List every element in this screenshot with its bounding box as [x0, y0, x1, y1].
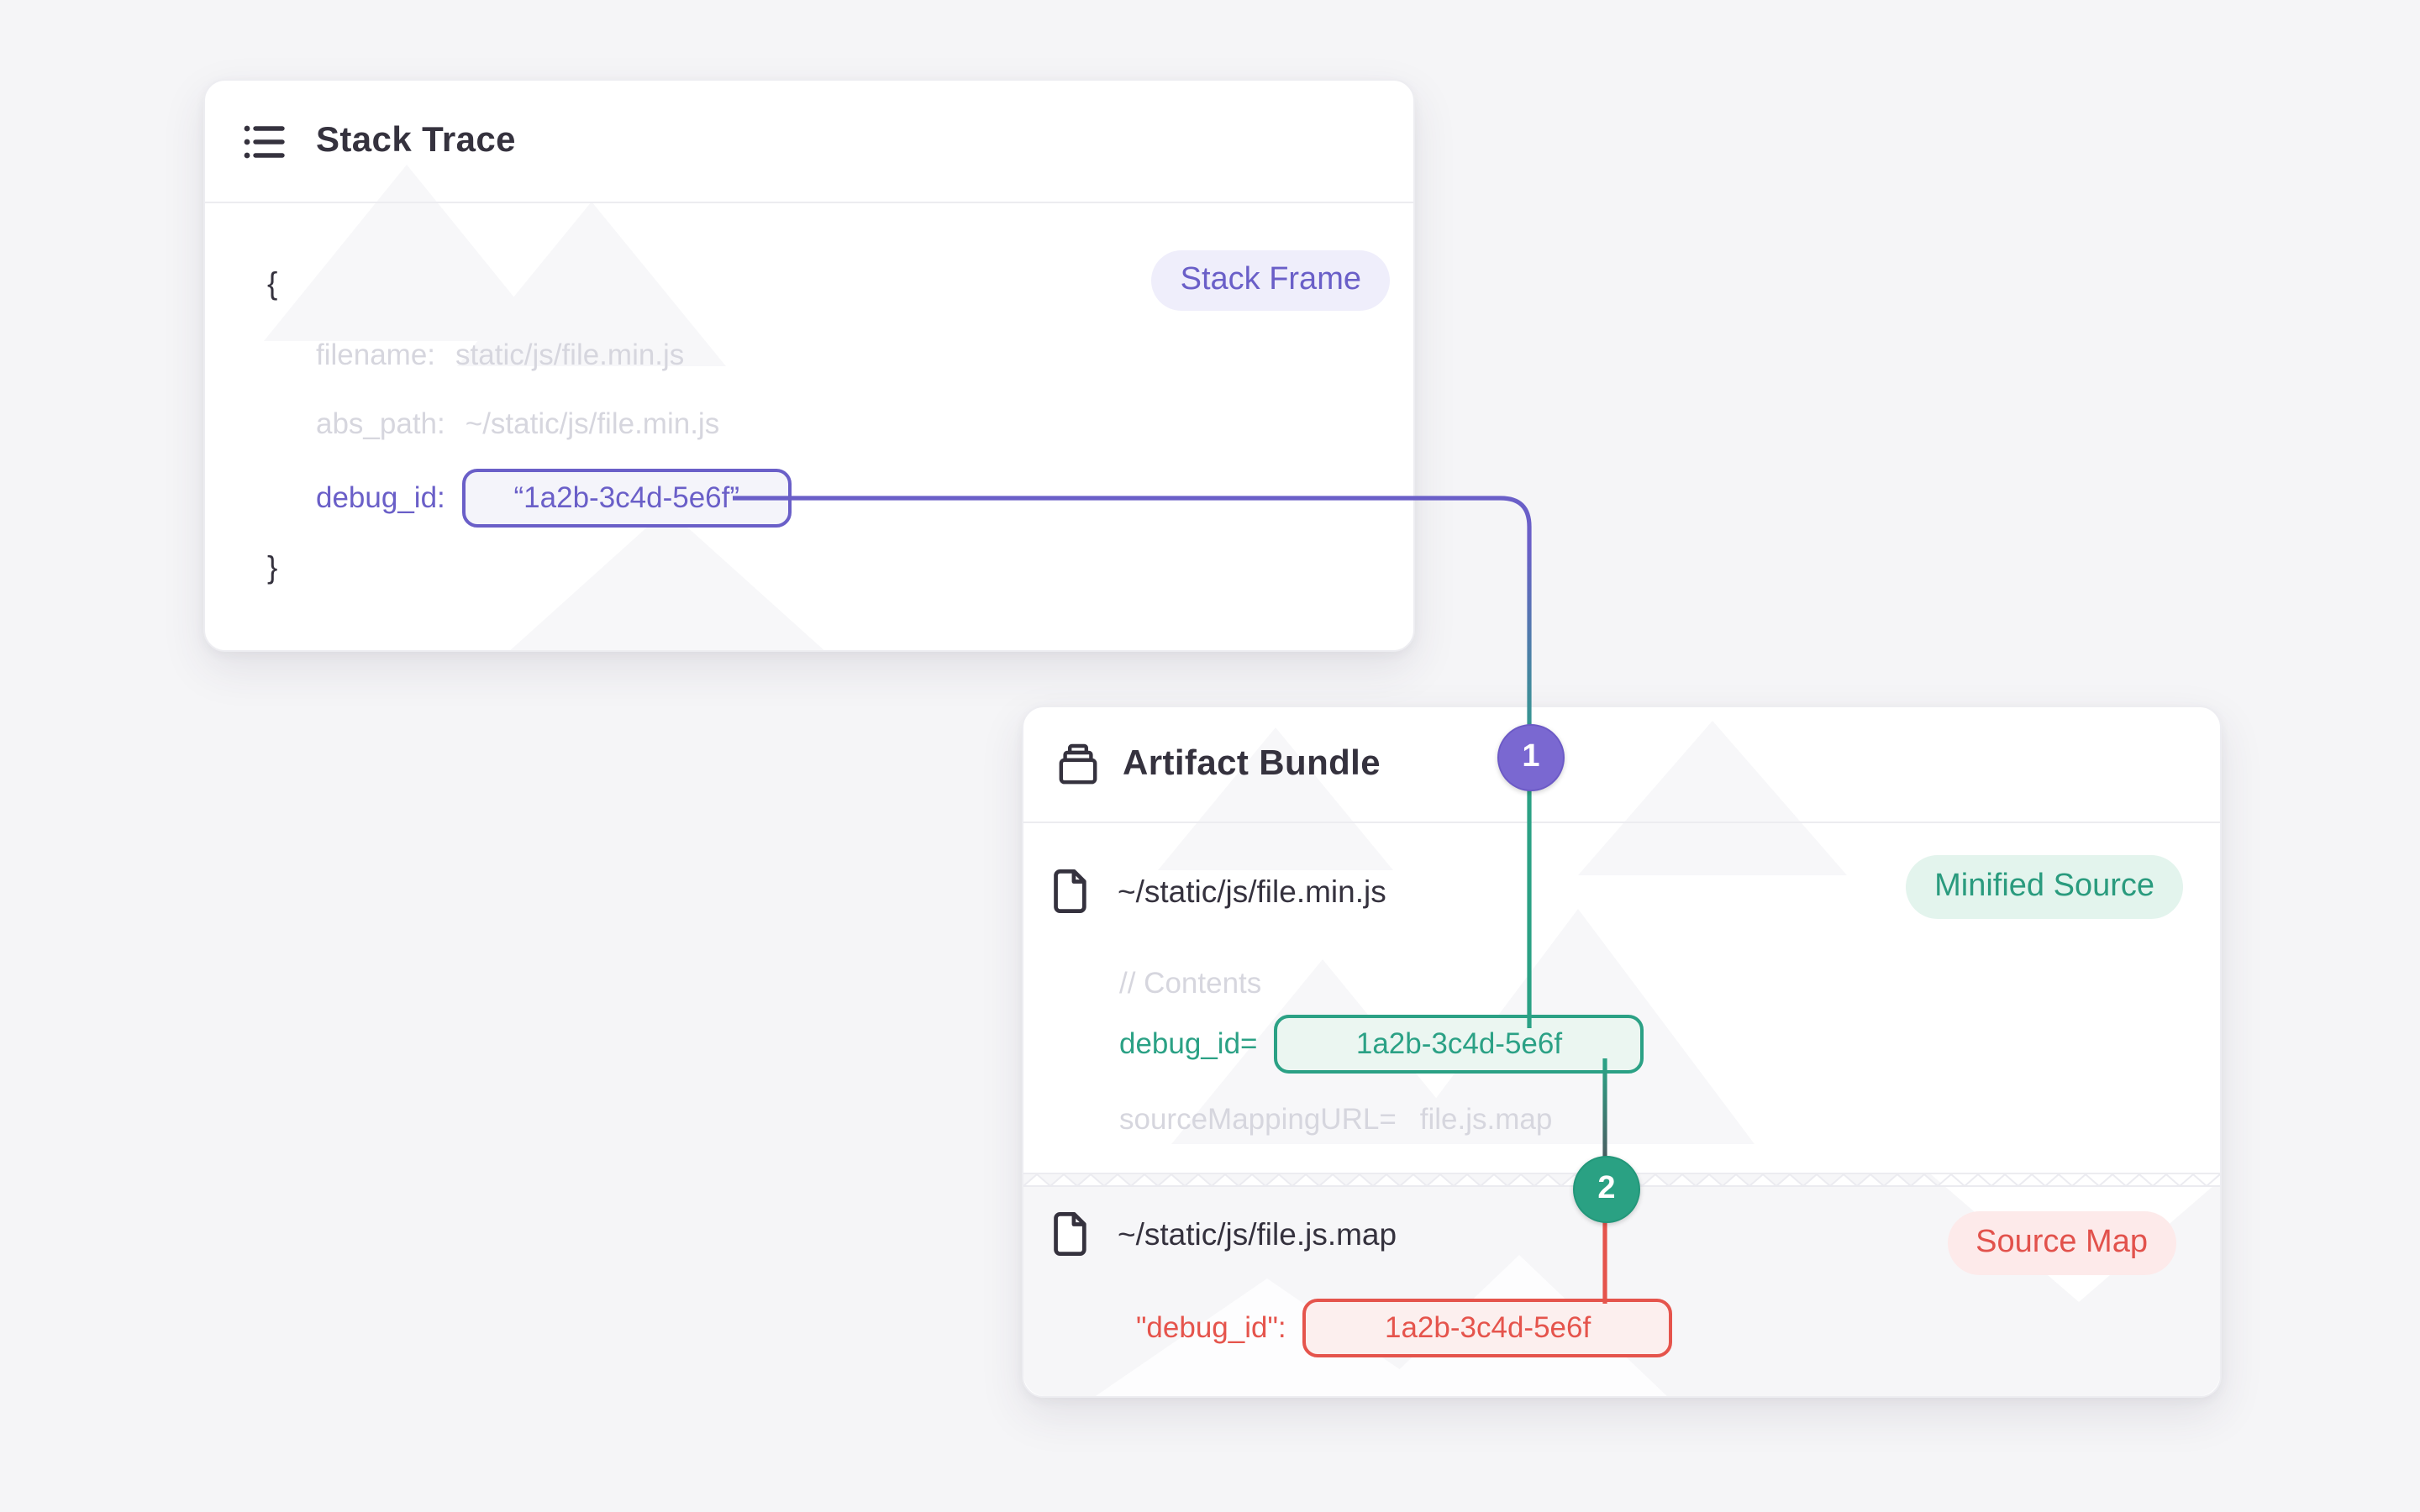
mountain-decoration — [1578, 721, 1847, 875]
stack-trace-card: Stack Trace { Stack Frame filename: stati… — [203, 79, 1415, 652]
debug-id-label: debug_id= — [1119, 1026, 1258, 1059]
brace-open: { — [267, 265, 278, 301]
debug-id-label: "debug_id": — [1136, 1310, 1286, 1343]
sourcemap-file-path: ~/static/js/file.js.map — [1118, 1215, 1397, 1251]
file-icon — [1052, 869, 1091, 914]
header-divider — [205, 202, 1413, 203]
field-label: abs_path: — [316, 407, 445, 440]
debug-id-value-box: 1a2b-3c4d-5e6f — [1302, 1298, 1673, 1357]
debug-id-value-box: “1a2b-3c4d-5e6f” — [461, 468, 792, 527]
stack-trace-title: Stack Trace — [316, 121, 516, 160]
source-map-section: ~/static/js/file.js.map Source Map "debu… — [1023, 1174, 2220, 1396]
step-1-circle: 1 — [1497, 724, 1565, 791]
sourcemap-debug-id-row: "debug_id": 1a2b-3c4d-5e6f — [1136, 1292, 1673, 1362]
field-value: file.js.map — [1419, 1102, 1553, 1136]
source-mapping-url-line: sourceMappingURL= file.js.map — [1119, 1102, 1552, 1137]
artifact-bundle-card: Artifact Bundle ~/static/js/file.min.js … — [1022, 706, 2222, 1398]
brace-close: } — [267, 549, 278, 585]
archive-box-icon — [1055, 741, 1101, 788]
source-map-badge: Source Map — [1947, 1211, 2176, 1275]
stack-debug-id-row: debug_id: “1a2b-3c4d-5e6f” — [316, 464, 792, 531]
mountain-decoration — [457, 202, 726, 366]
minified-file-row: ~/static/js/file.min.js — [1052, 869, 1386, 914]
debug-id-label: debug_id: — [316, 480, 445, 513]
step-2-circle: 2 — [1573, 1156, 1640, 1223]
minified-source-badge: Minified Source — [1906, 855, 2183, 919]
file-icon — [1052, 1211, 1091, 1257]
field-value: ~/static/js/file.min.js — [465, 407, 720, 440]
stack-frame-badge: Stack Frame — [1151, 250, 1390, 311]
header-divider — [1023, 822, 2220, 823]
stack-field-abs-path: abs_path: ~/static/js/file.min.js — [316, 407, 719, 442]
artifact-bundle-title: Artifact Bundle — [1123, 744, 1381, 783]
bundle-debug-id-row: debug_id= 1a2b-3c4d-5e6f — [1119, 1008, 1644, 1079]
field-value: static/js/file.min.js — [455, 338, 685, 371]
list-icon — [242, 118, 287, 164]
field-label: sourceMappingURL= — [1119, 1102, 1397, 1136]
stack-field-filename: filename: static/js/file.min.js — [316, 338, 684, 373]
field-label: filename: — [316, 338, 436, 371]
debug-id-value-box: 1a2b-3c4d-5e6f — [1274, 1014, 1644, 1073]
contents-comment: // Contents — [1119, 966, 1262, 1000]
minified-file-path: ~/static/js/file.min.js — [1118, 873, 1386, 908]
sourcemap-file-row: ~/static/js/file.js.map — [1052, 1211, 1397, 1257]
